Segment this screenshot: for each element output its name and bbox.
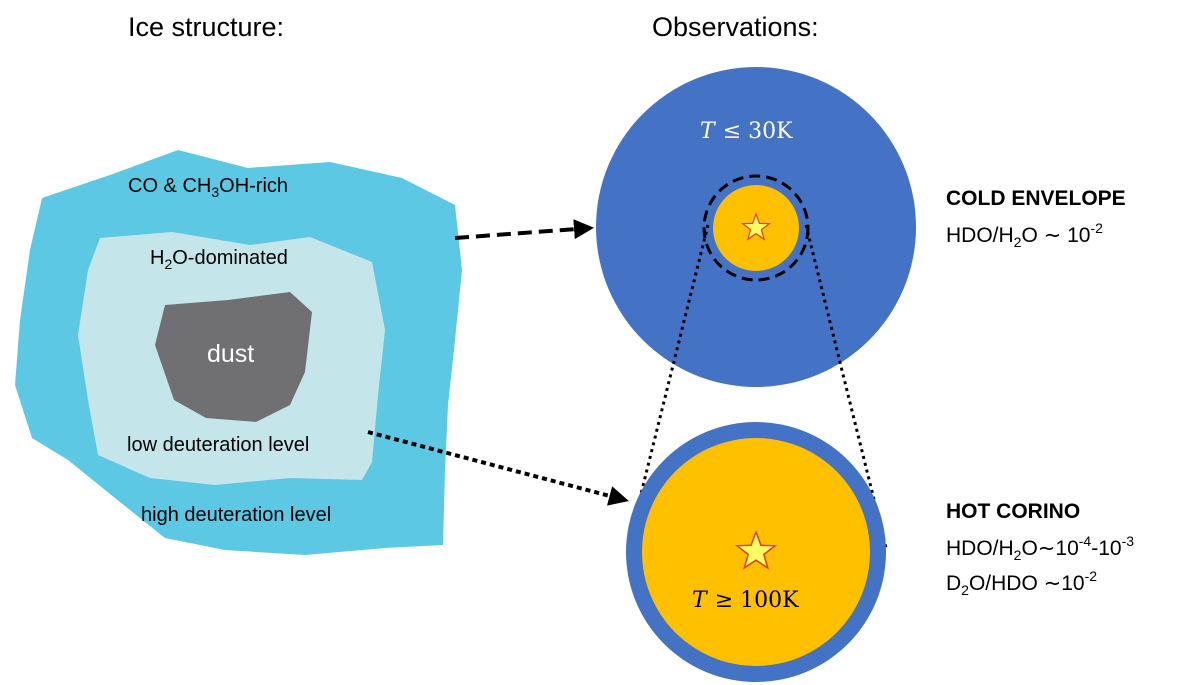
- cold-envelope-star-icon: [740, 212, 772, 241]
- arrow-outer-to-cold-envelope: [454, 219, 594, 240]
- hot-corino-ratio-d2o: D2O/HDO ∼10-2: [946, 568, 1097, 598]
- high-deuteration-label: high deuteration level: [141, 504, 331, 526]
- heading-ice-structure: Ice structure:: [128, 12, 284, 42]
- heading-observations: Observations:: [652, 12, 819, 42]
- ice-inner-label: H2O-dominated: [150, 247, 288, 272]
- dust-grain: [155, 292, 312, 422]
- hot-corino-temperature: T≥ 100K: [692, 588, 799, 613]
- hot-corino-title: HOT CORINO: [946, 500, 1080, 523]
- cold-envelope-title: COLD ENVELOPE: [946, 187, 1126, 210]
- low-deuteration-label: low deuteration level: [127, 434, 309, 456]
- cold-envelope-temperature: T≤ 30K: [700, 119, 793, 144]
- ice-outer-label: CO & CH3OH-rich: [128, 175, 288, 200]
- dust-label: dust: [207, 340, 254, 368]
- cold-envelope-ratio: HDO/H2O ∼ 10-2: [946, 220, 1103, 250]
- zoom-region-outline: [702, 174, 810, 282]
- hot-corino-star-icon: [734, 529, 778, 570]
- hot-corino-ratio-hdo: HDO/H2O∼10-4-10-3: [946, 533, 1134, 563]
